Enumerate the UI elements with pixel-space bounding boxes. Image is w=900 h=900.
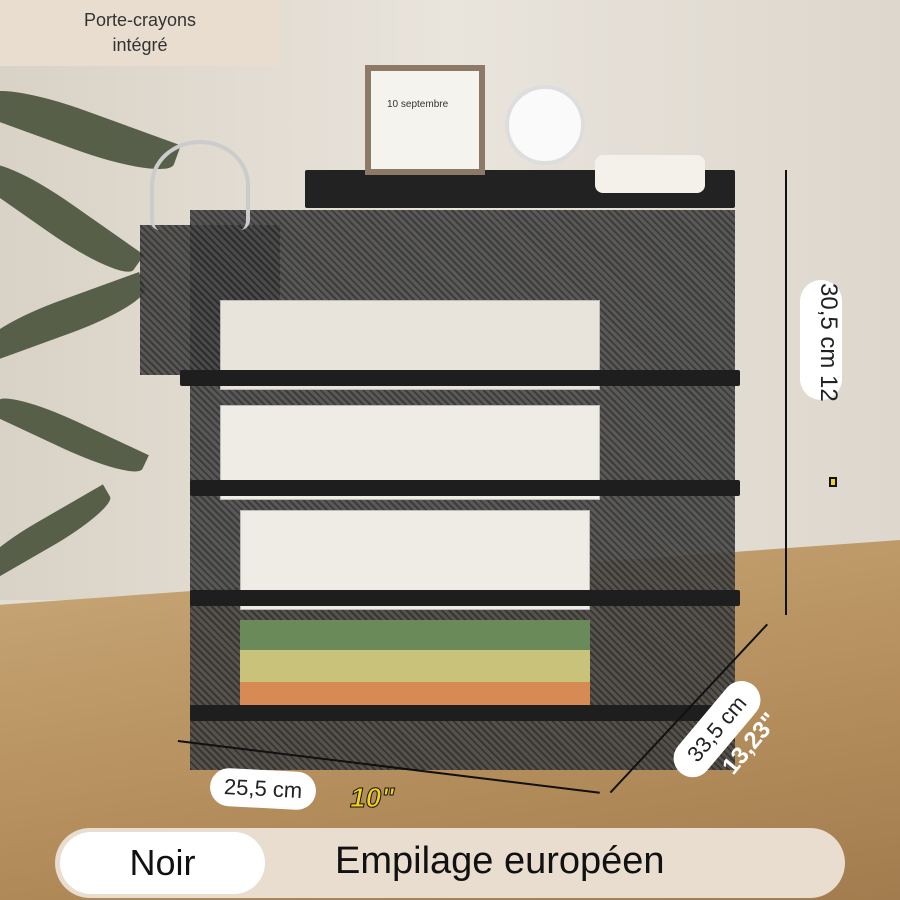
callout-line2: intégré xyxy=(112,35,168,55)
inch-mark xyxy=(829,477,837,487)
calendar: 10 septembre xyxy=(365,65,485,175)
alarm-clock xyxy=(505,85,585,165)
desk-organizer: 10 septembre xyxy=(140,65,740,770)
pencil-holder-callout: Porte-crayons intégré xyxy=(0,0,280,66)
width-label: 25,5 cm xyxy=(209,767,318,811)
scissors xyxy=(150,140,250,230)
height-in: 12 xyxy=(815,375,842,402)
callout-line1: Porte-crayons xyxy=(83,10,197,30)
height-arrow xyxy=(785,170,787,615)
height-label xyxy=(800,280,842,400)
width-in: 10" xyxy=(349,782,395,814)
tape-roll xyxy=(595,155,705,193)
feature-label: Empilage européen xyxy=(335,840,665,882)
calendar-text: 10 septembre xyxy=(387,99,449,110)
color-label: Noir xyxy=(60,832,265,894)
books-row xyxy=(240,620,590,720)
height-cm: 30,5 cm xyxy=(815,283,842,369)
